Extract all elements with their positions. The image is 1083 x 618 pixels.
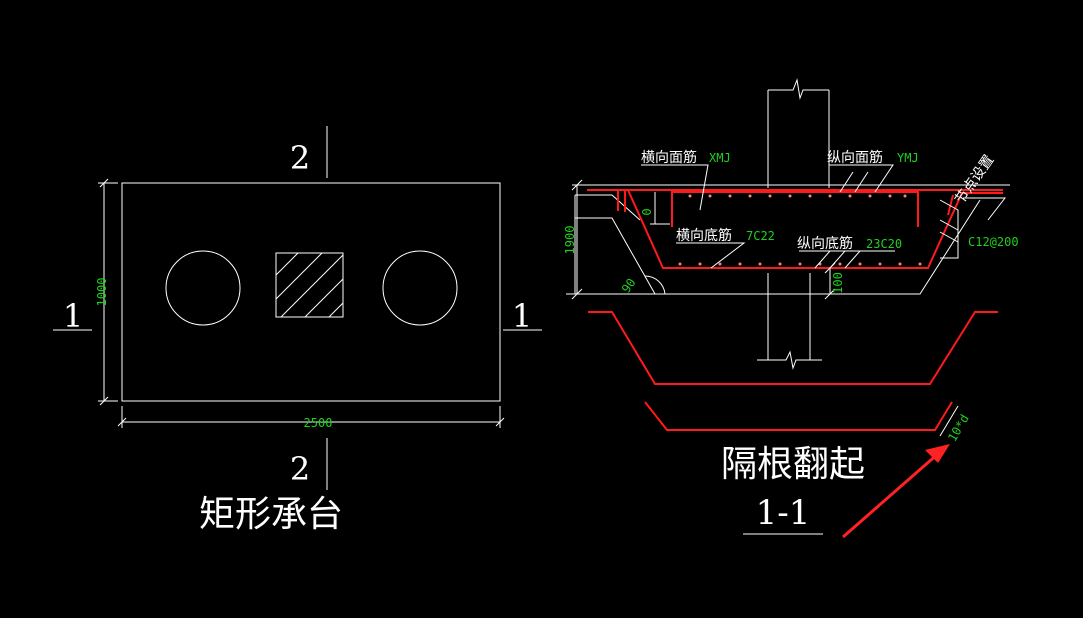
red-arrow [842,444,950,539]
svg-text:2: 2 [290,139,310,177]
svg-text:1: 1 [63,297,83,335]
rebar-dots [678,194,922,266]
angle-label: 90 [619,276,639,296]
dimension-width: 2500 [117,406,505,430]
column-hatch [275,252,344,318]
pile-left [165,250,241,326]
dim-cover: 100 [831,272,845,294]
cap-outline [574,195,981,295]
section-marker-1-right: 1 [503,297,542,335]
plan-view: 2500 1000 1 1 2 2 矩形承台 [53,126,542,535]
label-h-bottom: 横向底筋 [676,227,732,244]
section-view: 横向面筋 XMJ 纵向面筋 YMJ 横向底筋 7C22 纵向底筋 23C20 节… [563,78,1019,539]
pile-right [382,250,458,326]
hook-length-label: 10*d [945,412,972,444]
top-rebar-hooked [671,191,919,227]
top-rebar-line [617,189,1003,211]
dim-zero: 0 [640,208,654,215]
svg-text:1: 1 [512,297,532,335]
leaders [641,164,959,269]
section-title-top: 隔根翻起 [721,444,865,485]
bent-bar-1 [588,311,998,385]
bottom-rebar [587,189,1003,269]
dim-section-height: 1900 [563,226,577,255]
section-marker-2-top: 2 [290,126,328,178]
plan-title: 矩形承台 [199,494,343,535]
pile-cap-outline [121,182,501,402]
dimension-height: 1000 [95,178,118,406]
svg-text:2: 2 [290,450,310,488]
label-stirrup: C12@200 [968,235,1019,249]
label-h-top: 横向面筋 [641,149,697,166]
section-title-bottom: 1-1 [756,493,811,533]
dim-width-label: 2500 [304,416,333,430]
rebar-cage [587,189,1003,269]
column-section [275,252,344,318]
cap-right-inner [963,197,1007,221]
label-v-bottom: 纵向底筋 [797,235,853,252]
column-above [767,78,830,188]
hook-dim-line [939,405,959,437]
section-marker-1-left: 1 [53,297,92,335]
angle-arc [644,275,666,295]
bent-bar-2 [644,401,953,431]
label-node: 节点设置 [952,152,997,207]
code-v-bottom: 23C20 [866,237,902,251]
pile-below [757,273,822,370]
section-marker-2-bottom: 2 [290,438,328,490]
section-dimensions [571,179,836,300]
label-v-top: 纵向面筋 [827,149,883,166]
code-v-top: YMJ [897,151,919,165]
code-h-top: XMJ [709,151,731,165]
code-h-bottom: 7C22 [746,229,775,243]
dim-height-label: 1000 [95,278,109,307]
cap-left-inner [575,194,641,221]
